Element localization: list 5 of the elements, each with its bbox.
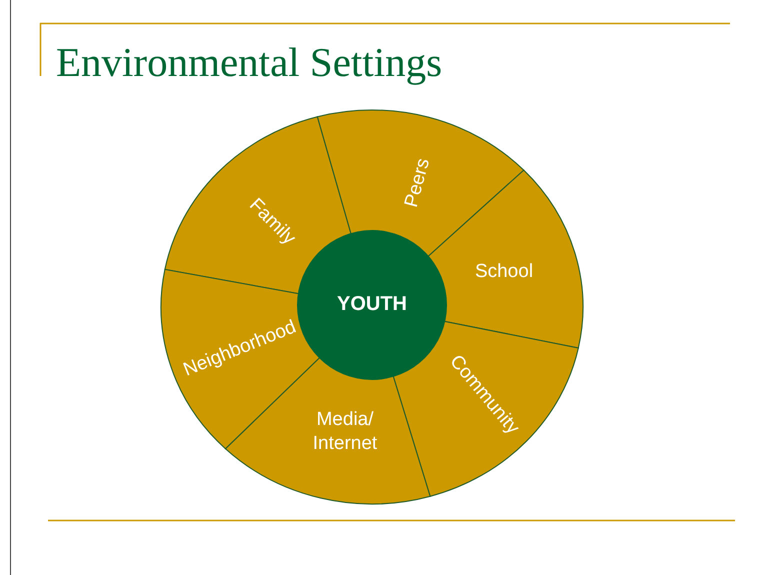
segment-label: Media/ Internet	[312, 408, 378, 456]
center-label: YOUTH	[337, 292, 407, 316]
segment-label: Peers	[400, 156, 436, 210]
slide-title: Environmental Settings	[56, 38, 442, 86]
segment-label: School	[474, 260, 534, 284]
